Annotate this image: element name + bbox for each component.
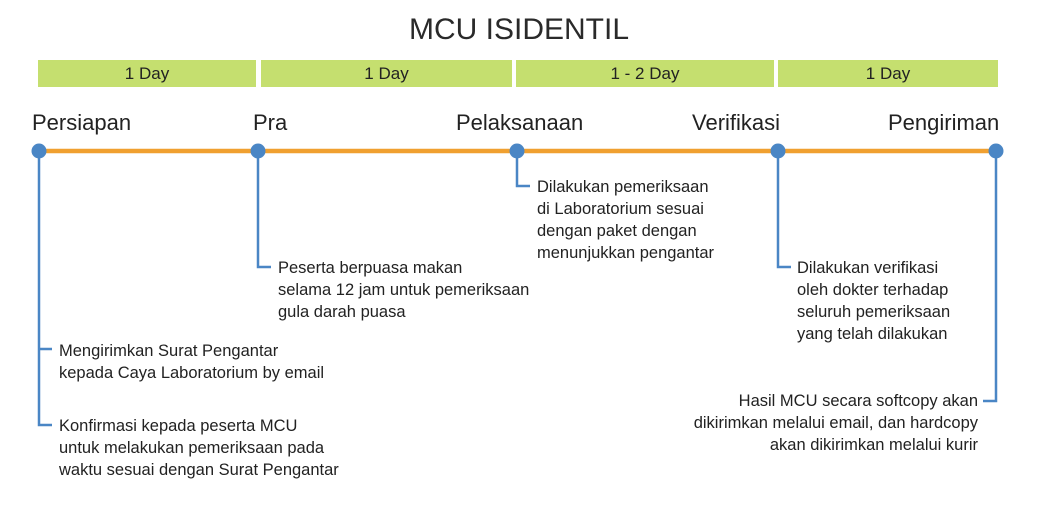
duration-bar-pelaksanaan: 1 - 2 Day (516, 60, 774, 87)
note-line: waktu sesuai dengan Surat Pengantar (59, 461, 339, 479)
note-line: untuk melakukan pemeriksaan pada (59, 439, 325, 457)
note-pelaksanaan: Dilakukan pemeriksaan di Laboratorium se… (537, 176, 714, 264)
connector-pelaksanaan (515, 151, 530, 188)
duration-bar-verifikasi: 1 Day (778, 60, 998, 87)
note-line: Peserta berpuasa makan (278, 259, 463, 277)
note-line: oleh dokter terhadap (797, 281, 949, 299)
note-line: yang telah dilakukan (797, 325, 948, 343)
note-line: seluruh pemeriksaan (797, 303, 951, 321)
stage-label-persiapan: Persiapan (32, 110, 132, 135)
duration-bar-persiapan: 1 Day (38, 60, 256, 87)
stage-label-pra: Pra (253, 110, 288, 135)
page-title: MCU ISIDENTIL (408, 13, 630, 46)
note-line: Dilakukan pemeriksaan (537, 178, 709, 196)
note-line: di Laboratorium sesuai (537, 200, 704, 218)
node-verifikasi (770, 143, 786, 159)
connector-verifikasi (776, 151, 791, 269)
connector-pengiriman (983, 151, 998, 403)
note-line: selama 12 jam untuk pemeriksaan (278, 281, 530, 299)
node-pra (250, 143, 266, 159)
note-pengiriman: Hasil MCU secara softcopy akan dikirimka… (694, 390, 978, 456)
note-line: dengan paket dengan (537, 222, 697, 240)
connector-persiapan (37, 151, 52, 427)
stage-label-pelaksanaan: Pelaksanaan (456, 110, 584, 135)
note-line: Dilakukan verifikasi (797, 259, 939, 277)
note-line: Konfirmasi kepada peserta MCU (59, 417, 298, 435)
note-pra: Peserta berpuasa makan selama 12 jam unt… (278, 257, 529, 323)
duration-bar-pra: 1 Day (261, 60, 512, 87)
stage-label-pengiriman: Pengiriman (888, 110, 1000, 135)
note-line: gula darah puasa (278, 303, 406, 321)
connector-pra (256, 151, 271, 269)
note-line: akan dikirimkan melalui kurir (769, 436, 978, 454)
node-pengiriman (988, 143, 1004, 159)
note-line: Hasil MCU secara softcopy akan (738, 392, 978, 410)
node-persiapan (31, 143, 47, 159)
note-line: Mengirimkan Surat Pengantar (59, 342, 279, 360)
note-line: dikirimkan melalui email, dan hardcopy (693, 414, 978, 432)
note-line: menunjukkan pengantar (537, 244, 715, 262)
note-line: kepada Caya Laboratorium by email (59, 364, 325, 382)
note-persiapan-email: Mengirimkan Surat Pengantar kepada Caya … (59, 340, 324, 384)
stage-label-verifikasi: Verifikasi (692, 110, 781, 135)
node-pelaksanaan (509, 143, 525, 159)
note-persiapan-konfirmasi: Konfirmasi kepada peserta MCU untuk mela… (59, 415, 339, 481)
note-verifikasi: Dilakukan verifikasi oleh dokter terhada… (797, 257, 950, 345)
